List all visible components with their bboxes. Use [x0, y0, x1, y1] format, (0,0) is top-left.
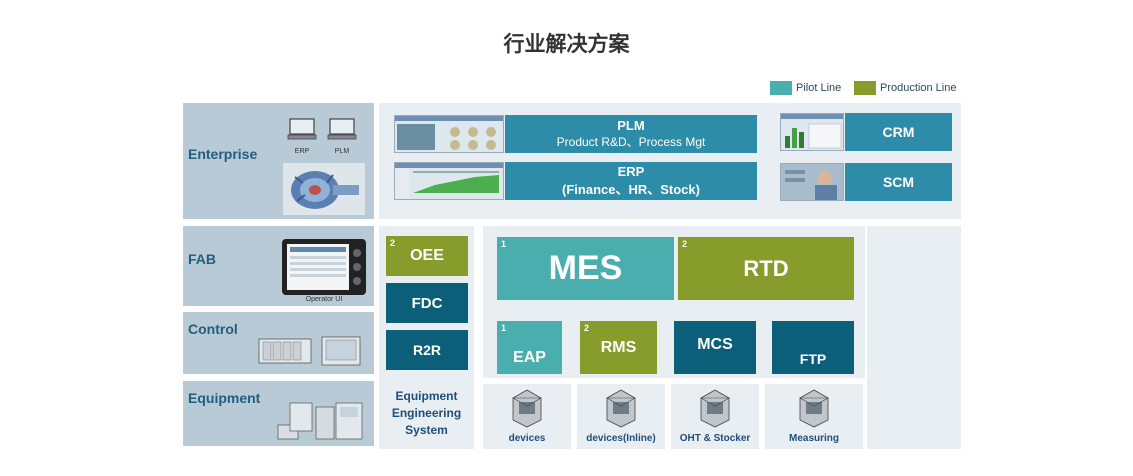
- equipment-engineering-system-label: Equipment Engineering System: [379, 388, 474, 439]
- device-cell-3: OHT & Stocker: [671, 384, 759, 449]
- eap-box: 1 EAP: [497, 321, 562, 374]
- mes-label: MES: [548, 249, 623, 287]
- crm-box: CRM: [845, 113, 952, 151]
- device-inline-machine-icon: [603, 388, 639, 428]
- device-cell-4: Measuring: [765, 384, 863, 449]
- scm-title: SCM: [882, 174, 915, 190]
- eng-line-3: System: [405, 423, 448, 437]
- eng-line-2: Engineering: [391, 406, 462, 420]
- rtd-box: 2 RTD: [678, 237, 854, 300]
- enterprise-label: Enterprise: [188, 146, 258, 162]
- operator-panel-image: [282, 239, 366, 295]
- eap-badge: 1: [501, 323, 507, 333]
- equipment-panel: Equipment: [183, 381, 374, 446]
- enterprise-panel: Enterprise ERP PLM: [183, 103, 374, 219]
- field-devices-icon: [276, 399, 364, 443]
- oee-label: OEE: [410, 247, 444, 264]
- erp-icon-label: ERP: [294, 148, 310, 155]
- eap-label: EAP: [513, 349, 546, 366]
- legend-label-production: Production Line: [880, 82, 957, 94]
- fdc-label: FDC: [411, 294, 443, 312]
- eng-line-1: Equipment: [395, 389, 458, 403]
- crm-title: CRM: [882, 124, 915, 140]
- device-cell-2: devices(Inline): [577, 384, 665, 449]
- plm-box: PLM Product R&D、Process Mgt: [505, 115, 757, 153]
- erp-box: ERP (Finance、HR、Stock): [505, 162, 757, 200]
- device-label-3: OHT & Stocker: [679, 433, 751, 444]
- rtd-label: RTD: [743, 255, 789, 281]
- device-cell-1: devices: [483, 384, 571, 449]
- plm-icon-label: PLM: [334, 148, 350, 155]
- legend-label-pilot: Pilot Line: [796, 82, 842, 94]
- oee-box: 2 OEE: [386, 236, 468, 276]
- erp-title: ERP: [617, 164, 645, 179]
- r2r-box: R2R: [386, 330, 468, 370]
- ftp-box: FTP: [772, 321, 854, 374]
- rtd-badge: 2: [682, 239, 688, 249]
- equipment-label: Equipment: [188, 390, 261, 406]
- device-label-1: devices: [508, 433, 546, 444]
- scm-box: SCM: [845, 163, 952, 201]
- rms-badge: 2: [584, 323, 590, 333]
- erp-screenshot: [394, 162, 504, 200]
- page-title: 行业解决方案: [503, 33, 630, 56]
- legend-swatch-production: [854, 81, 876, 95]
- plm-subtitle: Product R&D、Process Mgt: [556, 135, 706, 149]
- control-label: Control: [188, 321, 238, 337]
- device-label-4: Measuring: [788, 433, 839, 444]
- r2r-label: R2R: [412, 342, 441, 358]
- fdc-box: FDC: [386, 283, 468, 323]
- legend-swatch-pilot: [770, 81, 792, 95]
- turbine-image: [283, 163, 365, 215]
- fab-panel: FAB Operator UI: [183, 226, 374, 306]
- mes-badge: 1: [501, 239, 507, 249]
- erp-subtitle: (Finance、HR、Stock): [562, 182, 700, 197]
- oht-stocker-machine-icon: [697, 388, 733, 428]
- device-label-2: devices(Inline): [586, 433, 656, 444]
- operator-screen: [287, 244, 349, 290]
- plm-screenshot: [394, 115, 504, 153]
- oee-badge: 2: [390, 238, 396, 248]
- measuring-machine-icon: [796, 388, 832, 428]
- mcs-label: MCS: [697, 335, 733, 353]
- mcs-box: MCS: [674, 321, 756, 374]
- right-empty-panel: [867, 226, 961, 449]
- rms-label: RMS: [600, 338, 637, 356]
- device-machine-icon: [509, 388, 545, 428]
- crm-screenshot: [780, 113, 844, 151]
- ftp-label: FTP: [799, 351, 827, 367]
- fab-label: FAB: [188, 251, 216, 267]
- erp-computer-icon: [287, 117, 317, 151]
- scm-photo: [780, 163, 844, 201]
- rms-box: 2 RMS: [580, 321, 657, 374]
- plc-hardware-icon: [258, 336, 363, 366]
- control-panel: Control: [183, 312, 374, 374]
- mes-box: 1 MES: [497, 237, 674, 300]
- plm-title: PLM: [617, 118, 645, 133]
- operator-ui-caption: Operator UI: [305, 296, 343, 303]
- plm-computer-icon: [327, 117, 357, 151]
